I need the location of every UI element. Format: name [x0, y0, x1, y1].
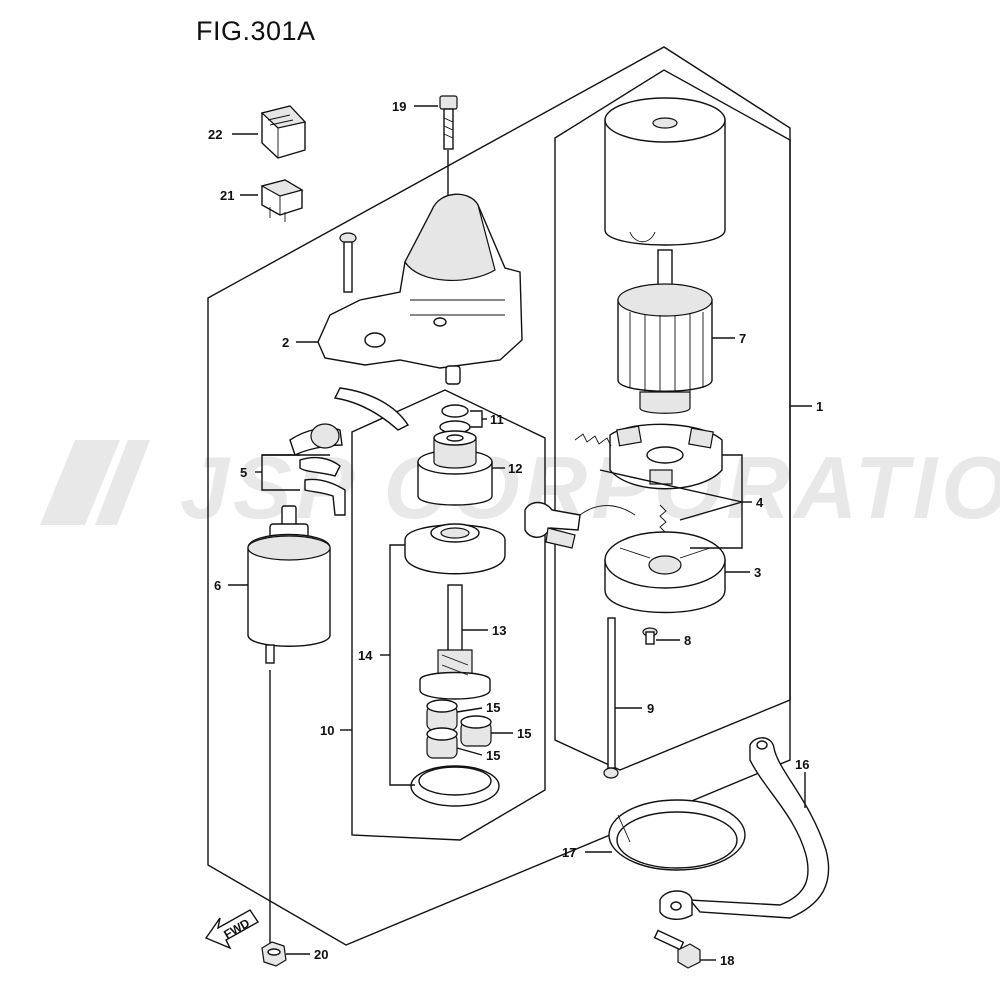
figure-title: FIG.301A [196, 16, 316, 46]
callout-18: 18 [720, 953, 734, 968]
drive-shaft [419, 584, 491, 700]
brush-holder [609, 423, 723, 490]
callout-3: 3 [754, 565, 761, 580]
mounting-strap [659, 737, 830, 920]
callout-4: 4 [756, 495, 764, 510]
gear-bracket [404, 523, 506, 575]
callout-1: 1 [816, 399, 823, 414]
planetary-gear-3 [426, 727, 458, 759]
pinion-gear [417, 430, 493, 506]
watermark-text: JSP CORPORATION [180, 438, 1000, 537]
watermark: JSP CORPORATION [40, 438, 1000, 537]
screw-small [642, 627, 658, 645]
motor-yoke [604, 97, 726, 246]
brush-lead [524, 501, 636, 549]
callout-14: 14 [358, 648, 373, 663]
bolt-housing [339, 232, 357, 293]
bolt-strap [653, 929, 701, 969]
leader-lines [228, 105, 812, 961]
planetary-gear-2 [460, 715, 492, 747]
shift-lever-set [289, 387, 410, 516]
callout-20: 20 [314, 947, 328, 962]
nut-bottom [261, 941, 287, 967]
callout-labels: 1 2 3 4 5 6 7 8 9 10 11 12 13 14 15 15 1… [208, 99, 823, 968]
callout-11: 11 [490, 412, 504, 427]
callout-15c: 15 [486, 748, 500, 763]
relay-small [260, 179, 304, 222]
brush-spring-2 [659, 504, 667, 534]
watermark-logo-mark-2 [95, 440, 150, 525]
ring-gear [410, 765, 500, 807]
callout-12: 12 [508, 461, 522, 476]
planetary-gear-1 [426, 699, 458, 731]
fwd-direction-arrow: FWD [204, 909, 260, 950]
callout-2: 2 [282, 335, 289, 350]
callout-8: 8 [684, 633, 691, 648]
relay-large [260, 105, 307, 159]
callout-15b: 15 [517, 726, 531, 741]
callout-15a: 15 [486, 700, 500, 715]
callout-10: 10 [320, 723, 334, 738]
callout-22: 22 [208, 127, 222, 142]
motor-assembly-outline [554, 69, 791, 771]
starter-housing [317, 193, 523, 369]
callout-6: 6 [214, 578, 221, 593]
assembly-outline [207, 46, 791, 946]
callout-7: 7 [739, 331, 746, 346]
callout-9: 9 [647, 701, 654, 716]
callout-21: 21 [220, 188, 234, 203]
callout-17: 17 [562, 845, 576, 860]
through-bolt [603, 617, 619, 779]
watermark-logo-mark [40, 440, 120, 525]
callout-5: 5 [240, 465, 247, 480]
bushing [445, 365, 461, 385]
drive-assembly-outline [351, 389, 546, 841]
end-cover [604, 531, 726, 614]
brush-spring-1 [574, 433, 612, 447]
solenoid [247, 505, 331, 945]
clamp-band [608, 799, 746, 871]
armature [617, 249, 713, 414]
callout-13: 13 [492, 623, 506, 638]
callout-16: 16 [795, 757, 809, 772]
snap-rings [439, 404, 471, 434]
callout-19: 19 [392, 99, 406, 114]
